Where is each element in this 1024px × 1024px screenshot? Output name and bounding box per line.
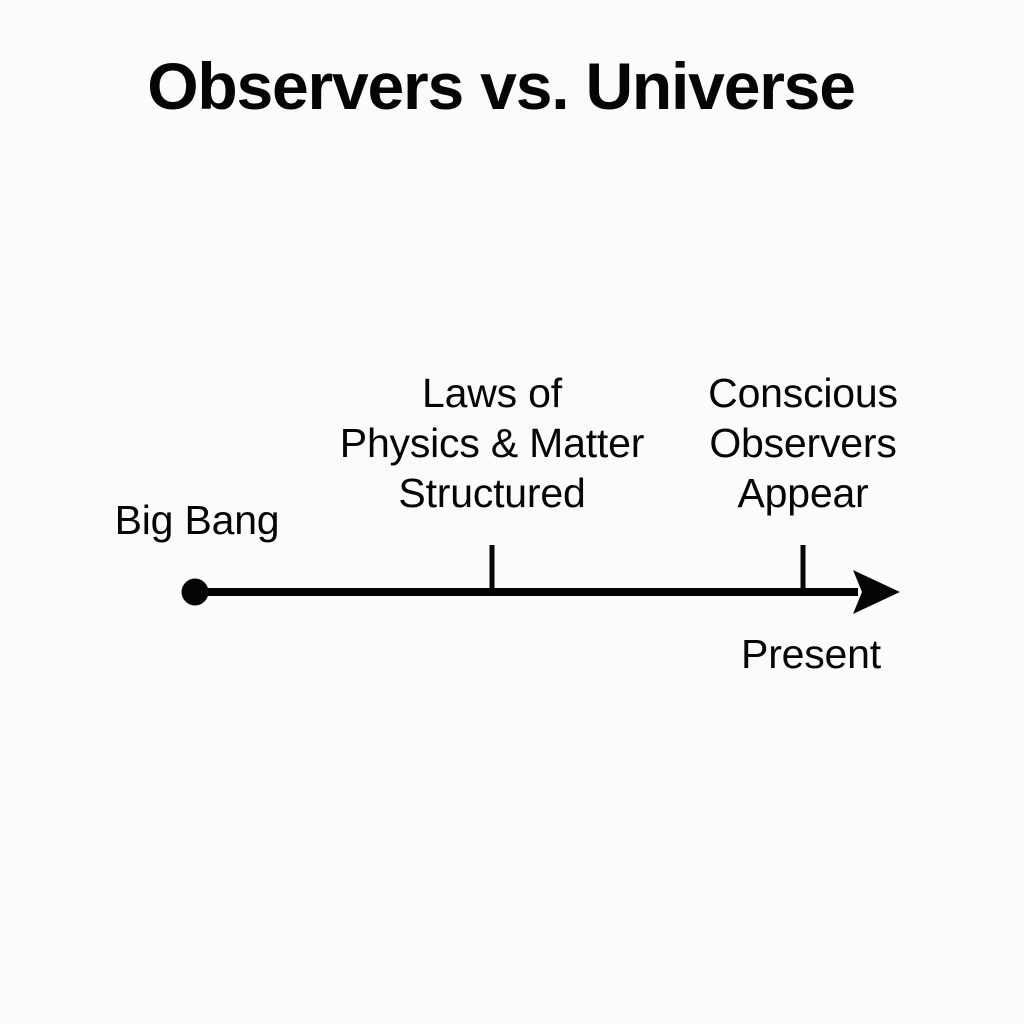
event-label-observers-line-1: Conscious xyxy=(708,370,898,416)
timeline-arrowhead xyxy=(853,570,900,614)
event-label-big-bang-line-1: Big Bang xyxy=(114,497,280,543)
event-label-observers-line-3: Appear xyxy=(737,470,869,516)
event-label-laws-of-physics: Laws of Physics & Matter Structured xyxy=(337,368,647,518)
big-bang-dot-marker xyxy=(181,578,209,606)
event-label-conscious-observers: Conscious Observers Appear xyxy=(653,368,953,518)
page-title: Observers vs. Universe xyxy=(147,49,856,123)
event-label-observers-line-2: Observers xyxy=(709,420,897,466)
event-label-present-line-1: Present xyxy=(741,631,881,677)
event-label-present: Present xyxy=(661,629,961,679)
event-label-laws-line-1: Laws of xyxy=(422,370,562,416)
event-label-laws-line-3: Structured xyxy=(398,470,586,516)
event-label-laws-line-2: Physics & Matter xyxy=(339,420,645,466)
event-label-big-bang: Big Bang xyxy=(47,495,347,545)
